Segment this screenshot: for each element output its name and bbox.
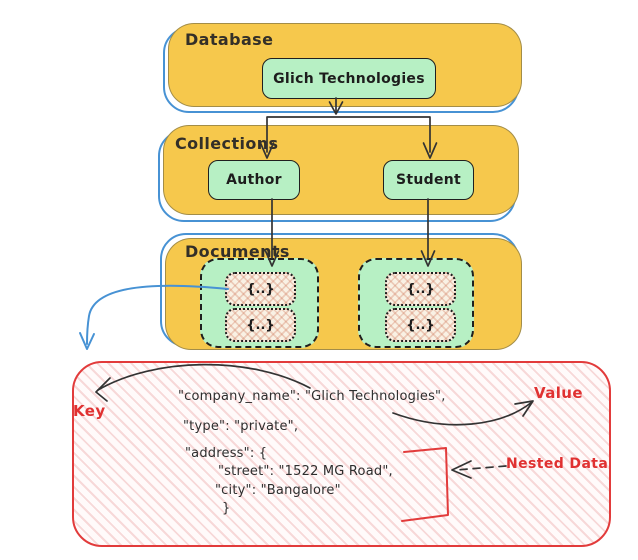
document-item: {..}	[385, 308, 456, 342]
document-item: {..}	[225, 308, 296, 342]
database-node-glich-technologies: Glich Technologies	[262, 58, 436, 99]
collections-layer-label: Collections	[175, 134, 279, 153]
json-line-company-name: "company_name": "Glich Technologies",	[178, 389, 446, 404]
json-line-address-open: "address": {	[185, 446, 268, 461]
collection-node-student: Student	[383, 160, 474, 200]
value-label: Value	[534, 384, 583, 402]
document-item: {..}	[385, 272, 456, 306]
database-layer-label: Database	[185, 30, 274, 49]
collection-node-author: Author	[208, 160, 300, 200]
json-line-city: "city": "Bangalore"	[215, 483, 341, 498]
json-document-panel	[72, 361, 611, 547]
document-item: {..}	[225, 272, 296, 306]
database-node-label: Glich Technologies	[273, 70, 425, 87]
document-placeholder: {..}	[246, 281, 275, 297]
json-line-street: "street": "1522 MG Road",	[218, 464, 393, 479]
document-placeholder: {..}	[246, 317, 275, 333]
document-placeholder: {..}	[406, 317, 435, 333]
key-label: Key	[73, 402, 106, 420]
nested-data-label: Nested Data	[506, 456, 609, 472]
student-node-label: Student	[395, 172, 462, 188]
json-line-address-close: }	[222, 501, 231, 516]
document-placeholder: {..}	[406, 281, 435, 297]
arrowhead-document-json	[79, 332, 95, 350]
documents-layer-label: Documents	[185, 242, 290, 261]
json-line-type: "type": "private",	[183, 419, 299, 434]
author-node-label: Author	[226, 172, 282, 188]
